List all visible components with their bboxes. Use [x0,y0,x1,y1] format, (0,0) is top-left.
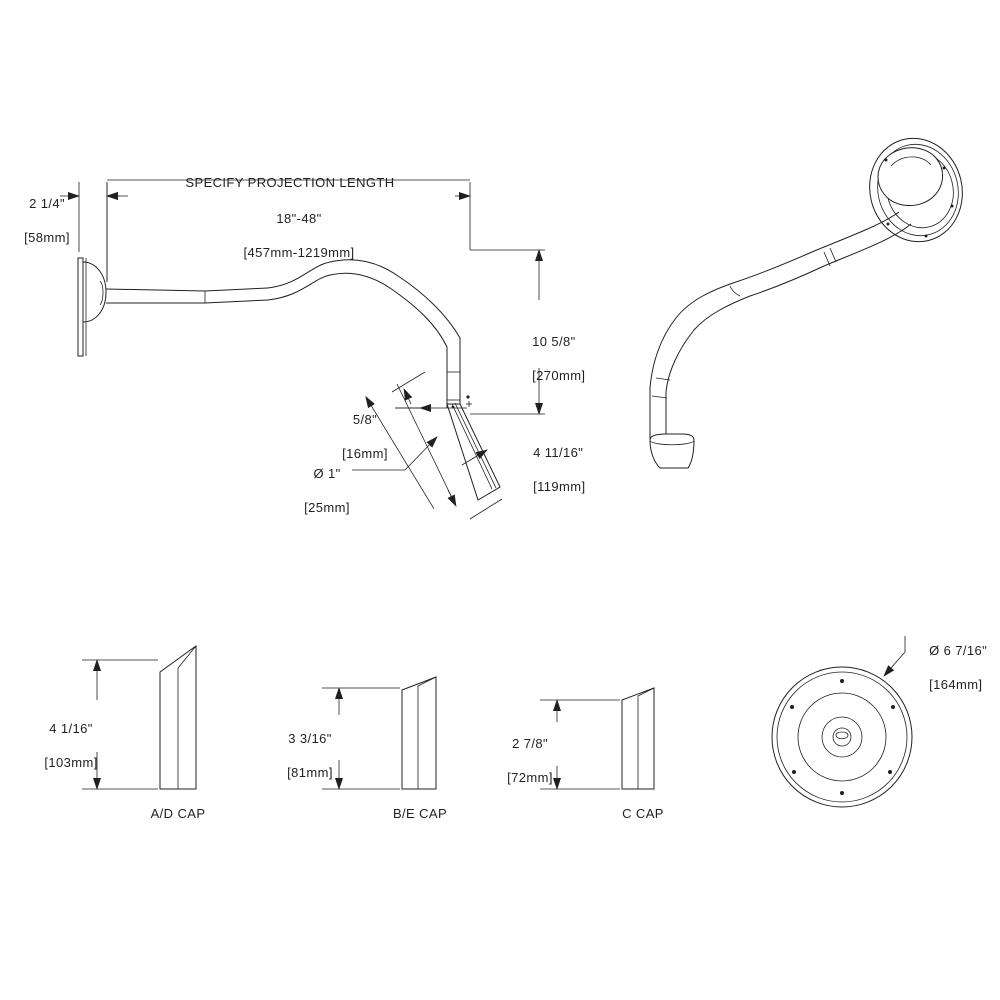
ad-cap-caption: A/D CAP [150,806,206,821]
c-cap-profile [540,687,655,790]
arm-diameter-label: Ø 1" [25mm] [304,466,350,515]
dimension-drop-height [470,249,545,415]
dimension-projection-length [106,179,471,282]
be-cap-caption: B/E CAP [392,806,448,821]
dimension-shade-diameter [883,636,906,677]
perspective-view [649,137,963,469]
ad-cap-profile [82,645,197,790]
stem-length-label: 4 11/16" [119mm] [533,445,586,494]
arm-tube-3d [649,211,912,469]
be-cap-dimension [322,687,400,790]
ad-cap-dimension [82,659,158,790]
c-cap-caption: C CAP [622,806,664,821]
shade-plan-view [771,636,913,808]
wall-canopy-profile [77,257,107,357]
c-cap-dimension [540,699,620,790]
shade-diameter-label: Ø 6 7/16" [164mm] [929,643,988,692]
be-cap-profile [322,676,437,790]
c-cap-dimension-label: 2 7/8" [72mm] [507,736,553,785]
drop-height-label: 10 5/8" [270mm] [532,334,586,383]
dimension-socket-offset [395,401,472,412]
ad-cap-dimension-label: 4 1/16" [103mm] [44,721,98,770]
socket-offset-label: 5/8" [16mm] [342,412,388,461]
be-cap-dimension-label: 3 3/16" [81mm] [287,731,333,780]
cap-profiles-row [82,645,655,790]
projection-range-label: 18"-48" [457mm-1219mm] [243,211,355,260]
projection-note-label: SPECIFY PROJECTION LENGTH [185,175,395,190]
dimension-stem-length [365,371,503,520]
dimension-arm-diameter [352,436,438,471]
backplate-depth-label: 2 1/4" [58mm] [24,196,70,245]
side-elevation-view [60,179,545,520]
gooseneck-arm-profile [105,259,501,501]
canopy-disc [869,137,963,243]
